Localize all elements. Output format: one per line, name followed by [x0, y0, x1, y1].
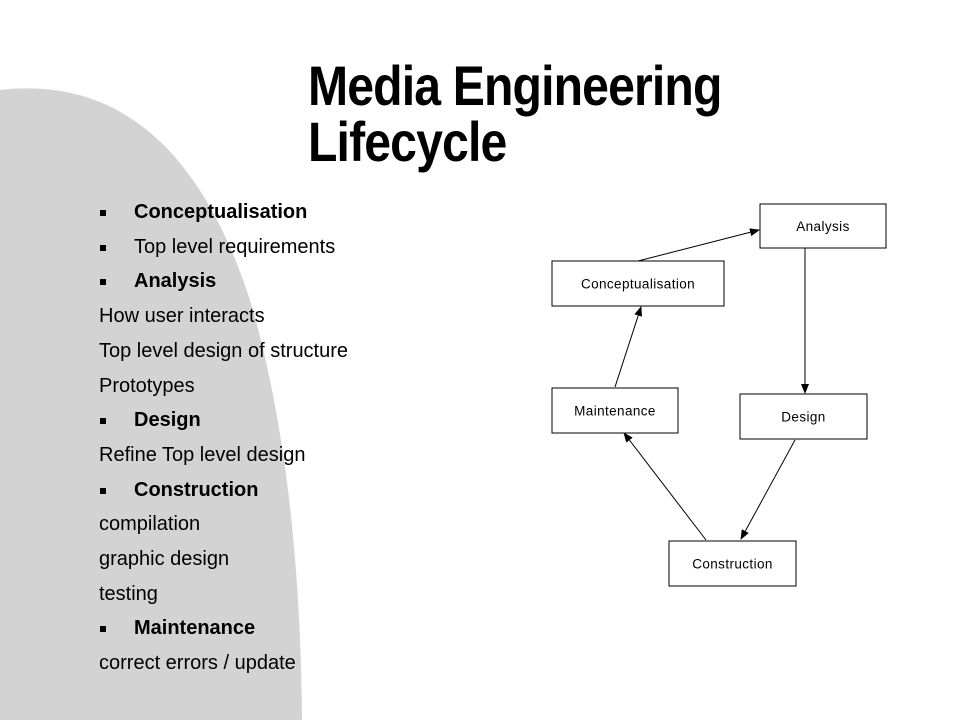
outline-line: Conceptualisation	[100, 200, 308, 224]
outline-line-text: How user interacts	[99, 305, 265, 328]
outline-line-text: Top level design of structure	[99, 339, 349, 362]
node-box	[668, 540, 797, 587]
outline-line: Design	[100, 408, 201, 432]
square-bullet-icon	[100, 418, 106, 425]
outline-line-text: testing	[99, 582, 158, 605]
page-title-line-1: Media Engineering	[308, 54, 722, 117]
outline-line: testing	[99, 582, 158, 606]
outline-line-text: Refine Top level design	[99, 443, 306, 466]
node-design: Design	[739, 393, 868, 440]
square-bullet-icon	[100, 626, 106, 633]
outline-line: Top level design of structure	[99, 339, 348, 363]
outline-line-text: Design	[134, 409, 201, 432]
outline-line: Construction	[100, 478, 259, 502]
arrow-construction-to-maintenance	[623, 432, 707, 541]
outline-line: compilation	[99, 512, 200, 536]
outline-line: Analysis	[100, 269, 217, 293]
outline-line-text: Conceptualisation	[134, 201, 308, 223]
node-analysis: Analysis	[759, 203, 887, 249]
outline-line: graphic design	[99, 547, 229, 571]
node-label: Design	[781, 410, 825, 425]
node-conceptualisation: Conceptualisation	[551, 260, 725, 307]
node-box	[759, 203, 887, 249]
arrow-conceptualisation-to-analysis	[637, 228, 760, 262]
node-label: Conceptualisation	[581, 277, 695, 292]
outline-line-text: Analysis	[134, 270, 217, 293]
node-construction: Construction	[668, 540, 797, 587]
outline-line-text: Construction	[134, 478, 259, 501]
outline-line-text: Maintenance	[134, 617, 256, 640]
node-label: Maintenance	[574, 404, 656, 419]
outline-line-text: Top level requirements	[134, 235, 336, 258]
outline-line: Refine Top level design	[99, 443, 305, 467]
node-maintenance: Maintenance	[551, 387, 679, 434]
square-bullet-icon	[100, 279, 106, 286]
arrow-maintenance-to-conceptualisation	[614, 306, 643, 388]
node-box	[551, 260, 725, 307]
node-box	[551, 387, 679, 434]
outline-line-text: compilation	[99, 513, 201, 536]
outline-line-text: Prototypes	[99, 374, 195, 397]
node-label: Analysis	[796, 219, 849, 234]
square-bullet-icon	[100, 487, 106, 494]
node-label: Construction	[692, 557, 773, 572]
arrow-design-to-construction	[740, 439, 796, 540]
outline-line: How user interacts	[99, 304, 265, 328]
outline-line-text: graphic design	[99, 548, 230, 570]
outline-line: Maintenance	[100, 616, 256, 640]
node-box	[739, 393, 868, 440]
page-title: Media Engineering Lifecycle	[308, 58, 841, 170]
page-title-line-2: Lifecycle	[308, 110, 507, 173]
outline-line: Prototypes	[99, 374, 195, 398]
square-bullet-icon	[100, 210, 106, 216]
outline-line: correct errors / update	[99, 651, 296, 675]
outline-line-text: correct errors / update	[99, 652, 296, 675]
square-bullet-icon	[100, 244, 106, 251]
outline-line: Top level requirements	[100, 235, 336, 259]
